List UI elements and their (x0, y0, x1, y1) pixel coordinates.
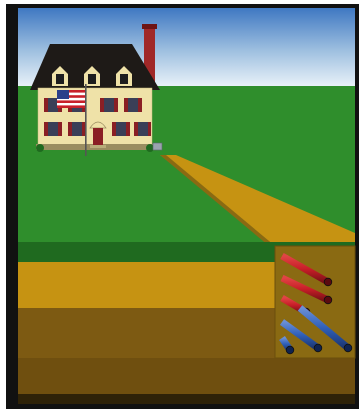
shrub (36, 144, 44, 152)
return-pipe-end (286, 346, 294, 354)
door-step (90, 145, 106, 148)
dormer-window-left (56, 74, 64, 84)
flagpole (85, 84, 87, 156)
dormer-window-mid (88, 74, 96, 84)
supply-pipe-end (324, 296, 332, 304)
deep-soil-layer (18, 358, 355, 394)
dormer-window-right (120, 74, 128, 84)
return-pipe-end (314, 344, 322, 352)
bedrock-layer (18, 394, 355, 404)
heat-pump-unit (153, 143, 162, 150)
return-pipe-end (344, 344, 352, 352)
supply-pipe-end (324, 278, 332, 286)
chimney-cap (142, 24, 157, 29)
front-door (93, 128, 103, 145)
american-flag (57, 90, 85, 108)
